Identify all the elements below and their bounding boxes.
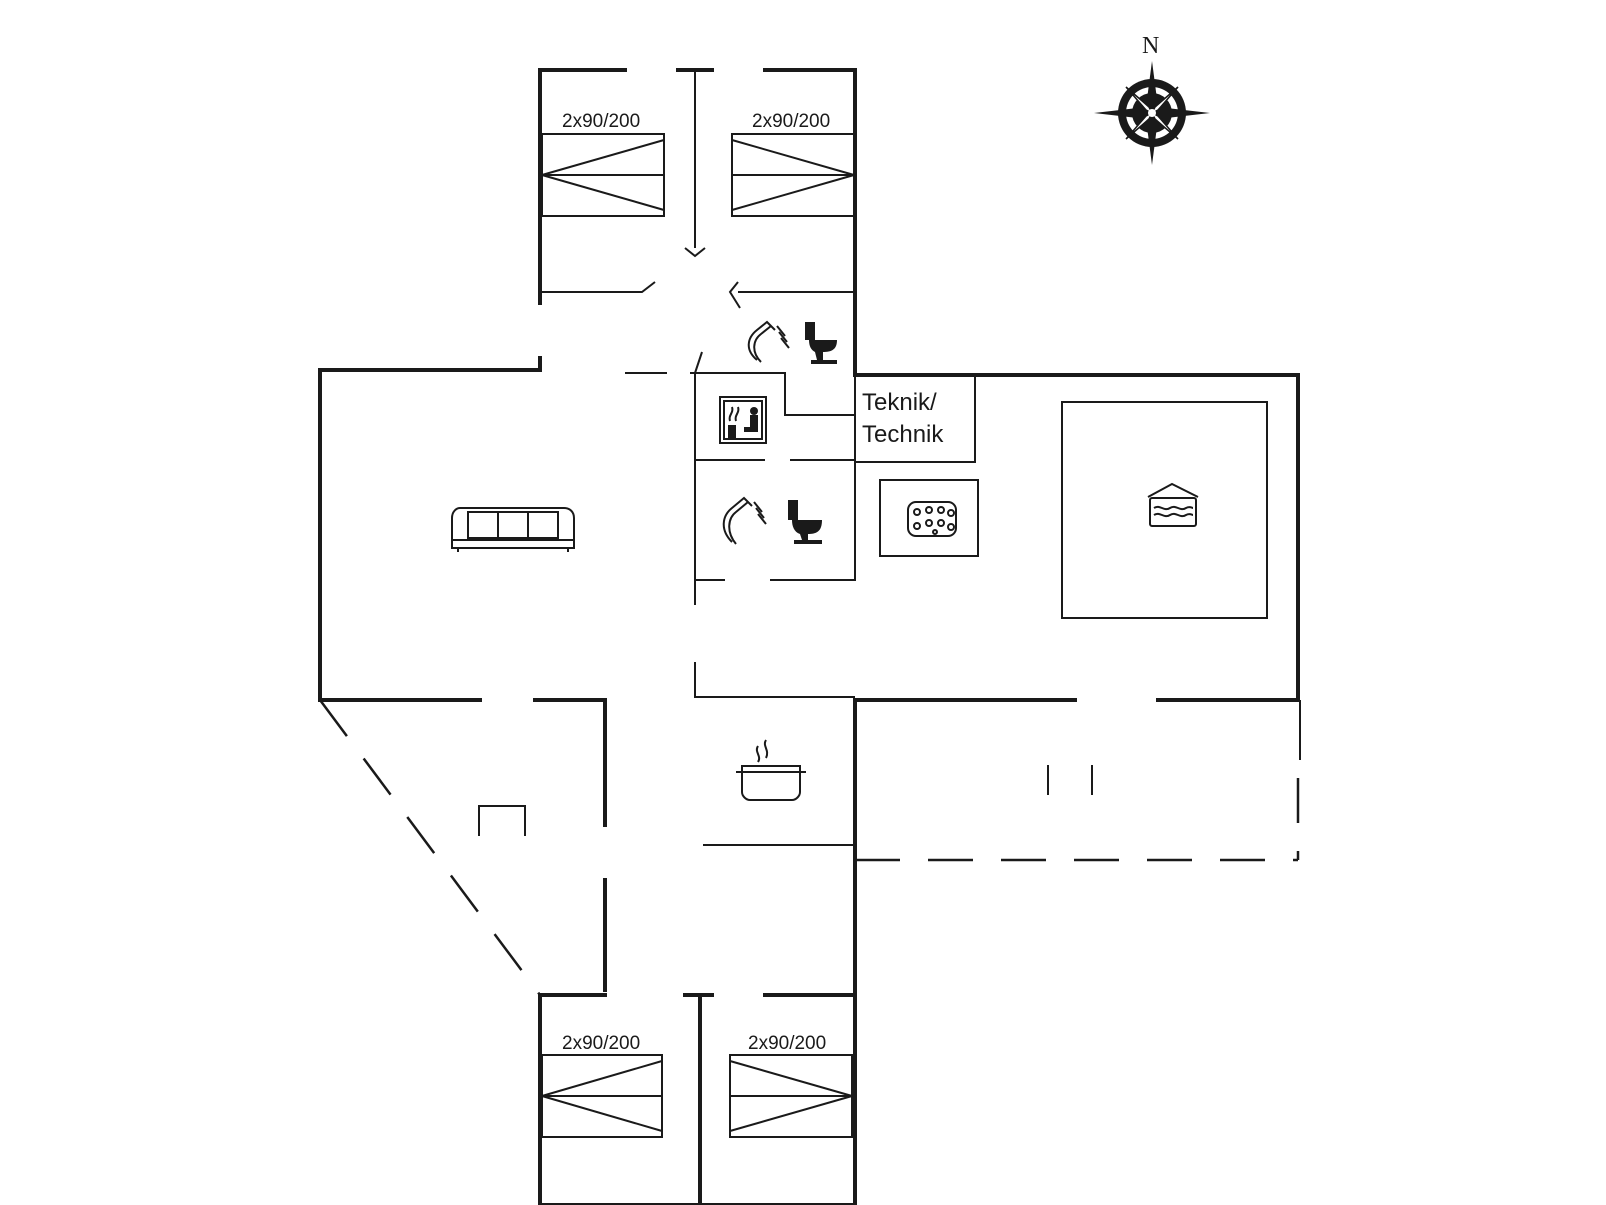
bed-ne [731,133,855,217]
bed-label-sw: 2x90/200 [562,1033,640,1054]
sauna-icon [719,396,767,444]
fireplace-icon [478,805,526,836]
toilet-icon [805,322,837,364]
compass-rose-icon [1094,61,1210,165]
compass-north-label: N [1142,33,1159,59]
bed-sw [541,1054,663,1138]
terrace-outlines [318,699,1300,996]
toilet-icon [788,500,822,544]
inner-walls [540,72,1301,846]
bed-se [729,1054,853,1138]
sofa-icon [451,507,575,552]
whirlpool-icon [879,479,979,557]
bed-label-nw: 2x90/200 [562,111,640,132]
shower-icon [747,320,790,363]
bed-label-se: 2x90/200 [748,1033,826,1054]
cooking-pot-icon [736,739,806,801]
bed-label-ne: 2x90/200 [752,111,830,132]
shower-icon [722,496,767,545]
technical-room-label-line1: Teknik/ [862,389,937,416]
technical-room-label-line2: Technik [862,421,944,448]
bed-nw [541,133,665,217]
swimming-pool-icon [1061,401,1268,619]
